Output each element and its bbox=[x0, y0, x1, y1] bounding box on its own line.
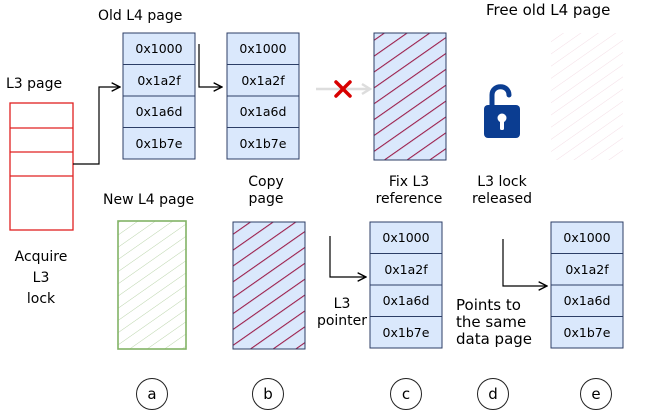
table-row bbox=[369, 253, 443, 286]
table-row bbox=[226, 127, 300, 160]
l3-lock-released-label: L3 lock released bbox=[460, 174, 544, 208]
table-cell-address: 0x1000 bbox=[382, 230, 430, 245]
table-cell-address: 0x1000 bbox=[239, 41, 287, 56]
copy-page-label-line1: Copy bbox=[248, 174, 284, 190]
new-l4-page bbox=[117, 220, 187, 350]
copied-l4-table bbox=[226, 32, 300, 160]
free-old-l4-page-label: Free old L4 page bbox=[486, 1, 611, 19]
freed-old-l4-page bbox=[551, 33, 623, 160]
acquire-l3-lock-line2: L3 bbox=[32, 270, 50, 286]
points-to-same-line1: Points to bbox=[456, 296, 521, 314]
table-row bbox=[369, 284, 443, 317]
old-l4-page-label: Old L4 page bbox=[98, 8, 183, 24]
table-row bbox=[226, 32, 300, 65]
l3-lock-released-line2: released bbox=[472, 191, 532, 207]
final-pointer-arrow bbox=[502, 239, 547, 286]
table-cell-address: 0x1a2f bbox=[241, 72, 285, 88]
copy-page-label-line2: page bbox=[248, 191, 284, 207]
l3-pointer-arrow bbox=[329, 236, 366, 277]
table-row bbox=[226, 64, 300, 97]
table-row bbox=[122, 95, 196, 128]
points-to-same-line3: data page bbox=[456, 330, 533, 348]
acquire-l3-lock-line3: lock bbox=[26, 291, 56, 307]
table-row bbox=[550, 316, 624, 349]
l3-pointer-label: L3 pointer bbox=[312, 296, 372, 330]
step-b: b bbox=[252, 378, 284, 410]
old-l4-table bbox=[122, 32, 196, 160]
table-row bbox=[550, 253, 624, 286]
table-row bbox=[550, 221, 624, 254]
copy-page-label: Copy page bbox=[236, 174, 296, 208]
red-x-icon bbox=[334, 80, 352, 98]
step-a: a bbox=[136, 378, 168, 410]
table-cell-address: 0x1b7e bbox=[135, 135, 183, 151]
table-cell-address: 0x1000 bbox=[135, 41, 183, 56]
step-d: d bbox=[477, 378, 509, 410]
fix-l3-reference-label: Fix L3 reference bbox=[364, 174, 454, 208]
table-cell-address: 0x1a2f bbox=[565, 261, 609, 277]
l3-page bbox=[9, 102, 74, 231]
table-cell-address: 0x1000 bbox=[563, 230, 611, 245]
table-cell-address: 0x1a2f bbox=[384, 261, 428, 277]
table-row bbox=[550, 284, 624, 317]
l3-page-label: L3 page bbox=[6, 76, 63, 92]
table-row bbox=[369, 221, 443, 254]
table-row bbox=[369, 316, 443, 349]
l3-pointer-line2: pointer bbox=[316, 313, 368, 329]
fixed-l4-table bbox=[369, 221, 443, 349]
fix-l3-reference-line2: reference bbox=[375, 191, 443, 207]
table-row bbox=[122, 127, 196, 160]
table-cell-address: 0x1a6d bbox=[382, 293, 430, 308]
copy-arrow bbox=[198, 44, 222, 87]
table-cell-address: 0x1a6d bbox=[563, 293, 611, 308]
new-l4-page-label: New L4 page bbox=[103, 192, 195, 208]
step-c: c bbox=[390, 378, 422, 410]
l3-pointer-line1: L3 bbox=[333, 296, 351, 312]
fix-l3-reference-line1: Fix L3 bbox=[388, 174, 430, 190]
table-cell-address: 0x1a6d bbox=[239, 104, 287, 119]
table-cell-address: 0x1a6d bbox=[135, 104, 183, 119]
final-l4-table bbox=[550, 221, 624, 349]
table-cell-address: 0x1a2f bbox=[137, 72, 181, 88]
l3-to-old-l4-arrow bbox=[73, 87, 120, 165]
points-to-same-line2: the same bbox=[456, 313, 527, 331]
points-to-same-label: Points to the same data page bbox=[456, 297, 532, 348]
table-cell-address: 0x1b7e bbox=[382, 324, 430, 340]
step-e: e bbox=[580, 378, 612, 410]
stale-l4-page bbox=[373, 32, 447, 161]
acquire-l3-lock-label: Acquire L3 lock bbox=[8, 247, 74, 310]
table-cell-address: 0x1b7e bbox=[239, 135, 287, 151]
copy-page bbox=[232, 221, 306, 350]
table-cell-address: 0x1b7e bbox=[563, 324, 611, 340]
l3-lock-released-line1: L3 lock bbox=[477, 174, 527, 190]
acquire-l3-lock-line1: Acquire bbox=[14, 249, 68, 265]
unlocked-padlock-icon bbox=[484, 84, 520, 138]
